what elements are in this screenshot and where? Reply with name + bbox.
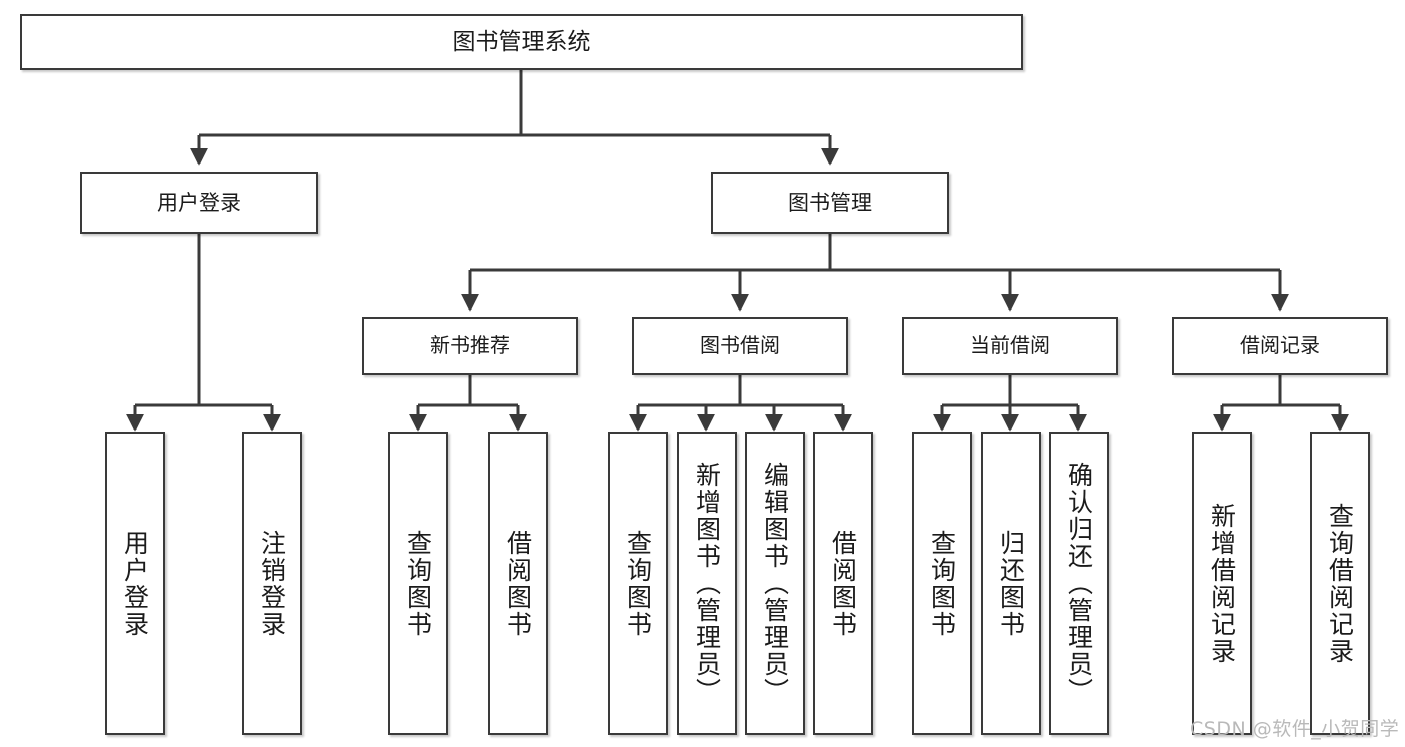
node-label: 归还图书 [996, 529, 1026, 638]
leaf-add-book-admin[interactable]: 新增图书（管理员） [677, 432, 737, 735]
node-label: 查询借阅记录 [1325, 502, 1355, 665]
leaf-query-books-current[interactable]: 查询图书 [912, 432, 972, 735]
node-borrow-records[interactable]: 借阅记录 [1172, 317, 1388, 375]
leaf-borrow-books-new[interactable]: 借阅图书 [488, 432, 548, 735]
leaf-edit-book-admin[interactable]: 编辑图书（管理员） [745, 432, 805, 735]
node-label: 新增图书（管理员） [692, 462, 722, 705]
leaf-logout[interactable]: 注销登录 [242, 432, 302, 735]
node-label: 用户登录 [157, 190, 241, 215]
node-label: 确认归还（管理员） [1064, 462, 1094, 705]
node-label: 当前借阅 [970, 333, 1050, 358]
node-new-book-recommend[interactable]: 新书推荐 [362, 317, 578, 375]
leaf-user-login[interactable]: 用户登录 [105, 432, 165, 735]
node-label: 用户登录 [120, 529, 150, 638]
node-label: 新增借阅记录 [1207, 502, 1237, 665]
node-label: 注销登录 [257, 529, 287, 638]
leaf-query-books-borrow[interactable]: 查询图书 [608, 432, 668, 735]
leaf-query-borrow-record[interactable]: 查询借阅记录 [1310, 432, 1370, 735]
node-label: 图书借阅 [700, 333, 780, 358]
node-label: 借阅图书 [828, 529, 858, 638]
node-current-borrow[interactable]: 当前借阅 [902, 317, 1118, 375]
node-label: 编辑图书（管理员） [760, 462, 790, 705]
node-label: 查询图书 [927, 529, 957, 638]
node-label: 新书推荐 [430, 333, 510, 358]
node-label: 借阅记录 [1240, 333, 1320, 358]
leaf-borrow-books[interactable]: 借阅图书 [813, 432, 873, 735]
node-label: 图书管理系统 [452, 28, 591, 55]
node-user-login[interactable]: 用户登录 [80, 172, 318, 234]
leaf-add-borrow-record[interactable]: 新增借阅记录 [1192, 432, 1252, 735]
node-label: 图书管理 [788, 190, 872, 215]
leaf-query-books-new[interactable]: 查询图书 [388, 432, 448, 735]
node-label: 查询图书 [623, 529, 653, 638]
leaf-confirm-return-admin[interactable]: 确认归还（管理员） [1049, 432, 1109, 735]
node-label: 借阅图书 [503, 529, 533, 638]
csdn-watermark: CSDN @软件_小贺同学 [1190, 718, 1400, 740]
leaf-return-books[interactable]: 归还图书 [981, 432, 1041, 735]
node-root-library-system[interactable]: 图书管理系统 [20, 14, 1023, 70]
node-book-borrow[interactable]: 图书借阅 [632, 317, 848, 375]
node-book-management[interactable]: 图书管理 [711, 172, 949, 234]
node-label: 查询图书 [403, 529, 433, 638]
